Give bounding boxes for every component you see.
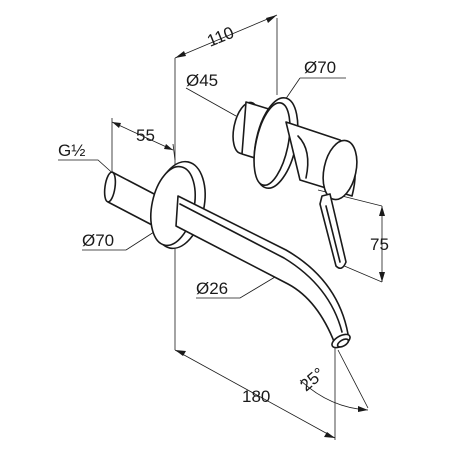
spout: [175, 195, 351, 349]
arrow-110-a: [175, 51, 186, 58]
arrow-75-a: [379, 206, 385, 216]
arrow-110-b: [266, 15, 277, 23]
arrow-180-b: [324, 432, 335, 438]
extension-line-55-right: [172, 143, 176, 161]
mixer-cap: [322, 139, 358, 201]
extension-line-75-bottom: [341, 264, 383, 283]
dim-line-180: [174, 349, 336, 439]
mixer-unit: [232, 97, 358, 201]
dimension-labels: 110 Ø45 Ø70 G½ 55 Ø70 75 Ø26 25° 180: [58, 23, 389, 406]
dimension-lines: [58, 14, 385, 439]
spout-aerator: [336, 338, 350, 348]
label-dia-70-top: Ø70: [304, 58, 336, 77]
arrow-55-b: [164, 144, 173, 150]
arrow-75-b: [379, 272, 385, 282]
mixer-ring-line: [297, 135, 309, 179]
leader-dia-70-top: [284, 77, 301, 101]
lever-handle[interactable]: [319, 193, 347, 270]
arrow-25-b: [358, 406, 368, 412]
label-180: 180: [242, 387, 270, 406]
wall-connection-pipe: [103, 171, 159, 227]
rosette-right-face: [253, 101, 291, 187]
arrow-55-a: [112, 122, 121, 128]
leader-dia-45: [185, 87, 237, 117]
dim-line-55: [111, 121, 174, 151]
dim-line-110: [174, 14, 278, 59]
label-dia-70-left: Ø70: [82, 231, 114, 250]
arrow-180-a: [175, 350, 186, 356]
label-75: 75: [370, 235, 389, 254]
label-55: 55: [136, 126, 155, 145]
label-thread: G½: [58, 141, 85, 160]
spout-highlight: [179, 203, 343, 333]
spout-body: [175, 195, 349, 345]
label-angle-25: 25°: [296, 364, 328, 395]
label-dia-45: Ø45: [186, 71, 218, 90]
extension-line-angle: [337, 349, 369, 409]
lever-highlight: [325, 205, 341, 263]
leader-dia-26: [196, 267, 291, 299]
leader-dia-70-left: [82, 231, 155, 251]
label-dia-26: Ø26: [196, 279, 228, 298]
pipe-end: [103, 171, 117, 203]
label-110: 110: [204, 23, 236, 51]
